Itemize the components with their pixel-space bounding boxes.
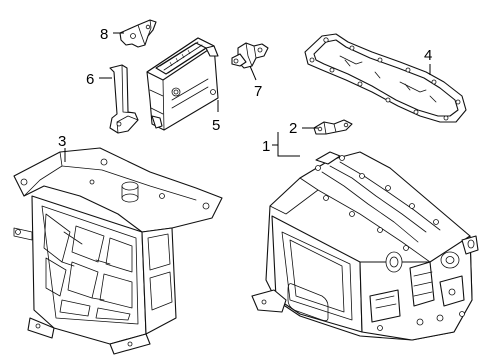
callout-4: 4	[424, 47, 432, 64]
part-2-bracket	[313, 119, 353, 135]
callout-labels: 8 6 5 7 4 3 2 1	[58, 26, 432, 155]
callout-3: 3	[58, 133, 66, 150]
callout-7: 7	[254, 83, 262, 100]
callout-5: 5	[212, 117, 220, 134]
part-1-inverter	[251, 151, 479, 341]
part-5-control-module	[146, 37, 219, 131]
callout-1: 1	[262, 138, 270, 155]
part-4-gasket	[304, 33, 467, 123]
callout-2: 2	[289, 120, 297, 137]
part-3-frame	[13, 147, 223, 355]
part-6-bracket	[109, 64, 139, 134]
callout-8: 8	[100, 26, 108, 43]
callout-6: 6	[86, 71, 94, 88]
part-7-sensor	[231, 42, 269, 69]
part-8-bracket	[119, 19, 157, 48]
leader-lines	[64, 32, 431, 162]
